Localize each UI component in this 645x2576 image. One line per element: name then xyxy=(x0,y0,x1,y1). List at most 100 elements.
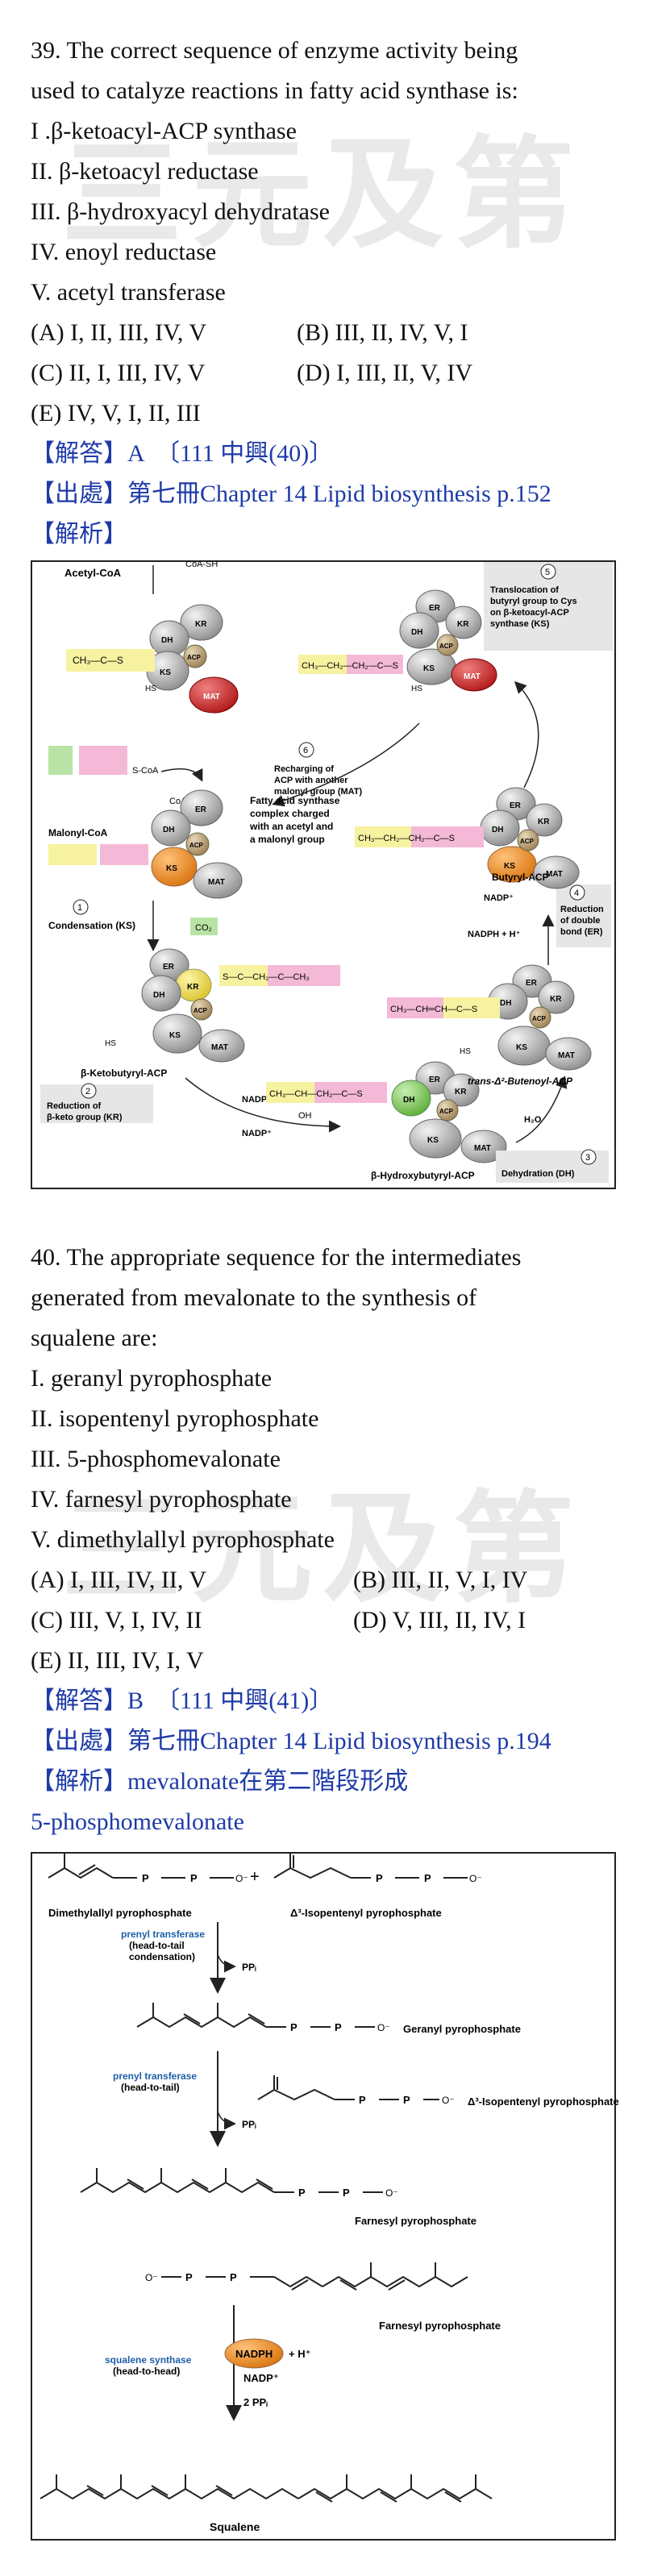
phosphate-10: P xyxy=(343,2187,350,2199)
label-malonyl-coa: Malonyl-CoA xyxy=(48,827,108,839)
step-6-line-3: malonyl group (MAT) xyxy=(274,787,363,797)
malonyl-carboxyl-highlight xyxy=(48,746,73,775)
step-2-line-1: Reduction of xyxy=(47,1101,102,1111)
oxygen-minus-4: O⁻ xyxy=(442,2095,455,2106)
label-ipp: Δ³-Isopentenyl pyrophosphate xyxy=(290,1907,442,1919)
label-h-plus: + H⁺ xyxy=(289,2348,310,2360)
prenyl-transferase-1-line-2: (head-to-tail xyxy=(129,1940,185,1951)
keto-highlight-2 xyxy=(268,965,340,986)
label-hs: HS xyxy=(411,685,422,693)
fas-desc-line-3: with an acetyl and xyxy=(249,821,333,832)
label-acetyl-coa: Acetyl-CoA xyxy=(64,567,122,579)
acetyl-formula: CH₃—C—S xyxy=(73,655,123,666)
step-3-marker xyxy=(580,1149,597,1165)
phosphate-12: P xyxy=(230,2271,237,2283)
step-6-line-1: Recharging of xyxy=(274,764,334,774)
question-39: 39. The correct sequence of enzyme activ… xyxy=(31,31,619,555)
q39-options-row-1: (A) I, II, III, IV, V (B) III, II, IV, V… xyxy=(31,313,619,353)
step-4-line-2: of double xyxy=(560,916,601,926)
q39-analysis: 【解析】 xyxy=(31,521,127,547)
q40-source: 【出處】第七冊Chapter 14 Lipid biosynthesis p.1… xyxy=(31,1728,551,1754)
oxygen-minus-5: O⁻ xyxy=(385,2187,398,2199)
domain-ks: KS xyxy=(516,1043,527,1052)
q40-options-row-2: (C) III, V, I, IV, II (D) V, III, II, IV… xyxy=(31,1600,619,1641)
domain-acp: ACP xyxy=(439,643,454,650)
phosphate-1: P xyxy=(142,1872,149,1884)
domain-er: ER xyxy=(510,801,522,810)
step-2-marker xyxy=(81,1083,97,1099)
arrow-ppi-1 xyxy=(217,1954,236,1973)
domain-mat: MAT xyxy=(464,672,481,681)
malonyl-acp-highlight-2 xyxy=(100,844,148,865)
q39-item-2: II. β-ketoacyl reductase xyxy=(31,158,259,185)
q39-option-b: (B) III, II, IV, V, I xyxy=(297,319,468,346)
phosphate-5: P xyxy=(290,2021,298,2033)
step-4-line-1: Reduction xyxy=(560,905,604,914)
step-6-line-2: ACP with another xyxy=(274,776,348,785)
label-h2o: H₂O xyxy=(524,1115,542,1125)
domain-er: ER xyxy=(195,805,207,814)
squalene-synthase-line-2: (head-to-head) xyxy=(113,2366,180,2377)
oxygen-minus-1: O⁻ xyxy=(235,1873,248,1884)
label-co2: CO₂ xyxy=(195,923,212,933)
q40-item-1: I. geranyl pyrophosphate xyxy=(31,1365,273,1392)
farnesyl-structure xyxy=(80,2168,383,2194)
label-2-ppi: 2 PPᵢ xyxy=(243,2396,268,2408)
q39-option-c: (C) II, I, III, IV, V xyxy=(31,360,206,386)
q40-item-4: IV. farnesyl pyrophosphate xyxy=(31,1486,292,1513)
label-farnesyl: Farnesyl pyrophosphate xyxy=(355,2215,476,2227)
q39-item-5: V. acetyl transferase xyxy=(31,279,226,306)
ipp-structure-2 xyxy=(257,2075,439,2101)
phosphate-2: P xyxy=(190,1872,198,1884)
label-hs: HS xyxy=(105,1039,116,1048)
label-nadp-2: NADP⁺ xyxy=(484,893,514,903)
step-2-number: 2 xyxy=(85,1087,90,1097)
domain-acp: ACP xyxy=(439,1108,454,1115)
acetyl-group-highlight xyxy=(66,649,155,672)
fas-complex-hydroxybutyryl: ER KR DH KS MAT ACP xyxy=(391,1061,507,1163)
malonyl-ch2-highlight xyxy=(79,746,127,775)
prenyl-transferase-1-line-3: condensation) xyxy=(129,1951,195,1962)
fas-complex-butyryl: ER KR DH KS MAT ACP xyxy=(480,787,580,889)
q39-answer: 【解答】A 〔111 中興(40)〕 xyxy=(31,440,334,467)
domain-mat: MAT xyxy=(546,870,563,879)
prenyl-transferase-2-line-1: prenyl transferase xyxy=(113,2070,197,2082)
q40-option-d: (D) V, III, II, IV, I xyxy=(353,1607,526,1633)
step-3-label: Dehydration (DH) xyxy=(501,1169,575,1179)
q40-item-5: V. dimethylallyl pyrophosphate xyxy=(31,1526,335,1553)
q39-stem-line-2: used to catalyze reactions in fatty acid… xyxy=(31,77,518,104)
phosphate-4: P xyxy=(424,1872,431,1884)
step-1-number: 1 xyxy=(77,903,82,913)
ketobutyryl-formula: S—C—CH₂—C—CH₃ xyxy=(223,972,310,982)
plus-sign: + xyxy=(250,1868,260,1886)
butyryl-highlight-1 xyxy=(355,826,411,847)
label-geranyl: Geranyl pyrophosphate xyxy=(403,2023,521,2035)
label-dmapp: Dimethylallyl pyrophosphate xyxy=(48,1907,192,1919)
translocated-highlight-2 xyxy=(347,655,403,674)
malonyl-acp-highlight xyxy=(48,844,97,865)
domain-er: ER xyxy=(526,979,538,988)
q40-option-c: (C) III, V, I, IV, II xyxy=(31,1607,202,1633)
arrow-malonyl-in xyxy=(160,768,203,782)
fas-cycle-diagram: Acetyl-CoA CoA-SH KR DH KS MAT ACP HS CH… xyxy=(32,560,614,1188)
squalene-synthase-line-1: squalene synthase xyxy=(105,2354,192,2366)
phosphate-3: P xyxy=(376,1872,383,1884)
fas-desc-line-4: a malonyl group xyxy=(250,834,325,845)
step-6-marker xyxy=(298,742,314,758)
hydroxybutyryl-formula: CH₃—CH—CH₂—C—S xyxy=(269,1089,363,1099)
translocated-highlight-1 xyxy=(298,655,347,674)
co2-highlight xyxy=(190,918,218,935)
domain-ks: KS xyxy=(427,1136,439,1145)
fatty-acid-synthase-figure: Acetyl-CoA CoA-SH KR DH KS MAT ACP HS CH… xyxy=(31,560,616,1189)
nadph-badge xyxy=(224,2338,284,2369)
label-ketobutyryl-acp: β-Ketobutyryl-ACP xyxy=(81,1067,167,1079)
q39-source: 【出處】第七冊Chapter 14 Lipid biosynthesis p.1… xyxy=(31,481,551,507)
domain-dh: DH xyxy=(492,826,503,834)
domain-kr: KR xyxy=(187,983,199,992)
oxygen-minus-6: O⁻ xyxy=(145,2272,158,2283)
oxygen-minus-2: O⁻ xyxy=(469,1873,482,1884)
step-5-marker xyxy=(540,564,556,580)
label-farnesyl-2: Farnesyl pyrophosphate xyxy=(379,2320,501,2332)
squalene-pathway-diagram: P P O⁻ + P P O⁻ Dimethylallyl pyrophosph… xyxy=(32,1854,619,2539)
butenoyl-highlight-1 xyxy=(387,997,443,1018)
